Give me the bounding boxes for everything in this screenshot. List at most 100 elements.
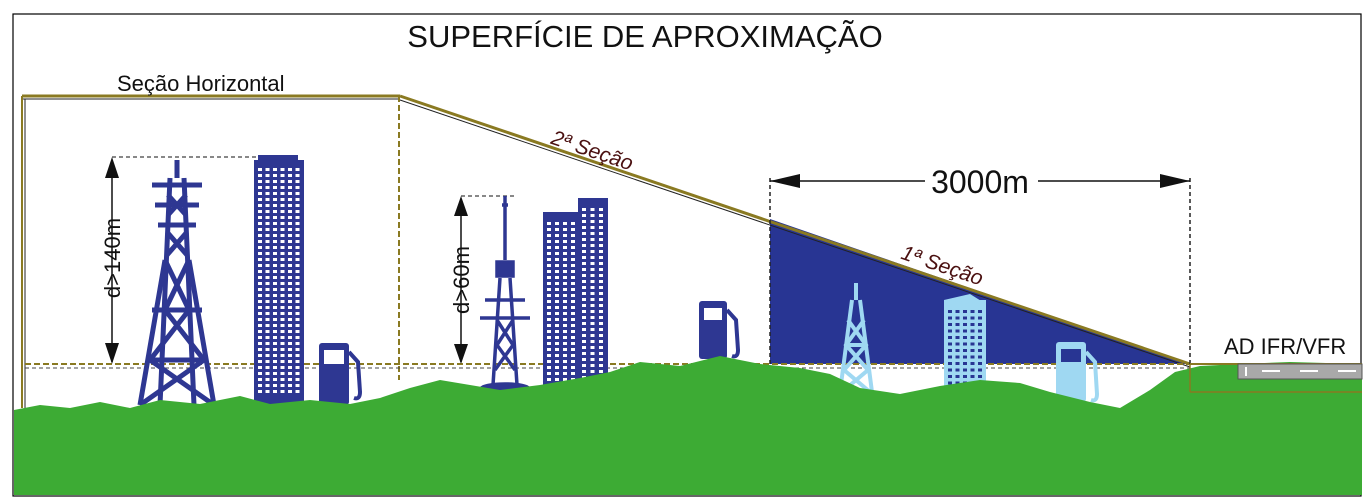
window [582, 370, 586, 373]
window [948, 342, 952, 346]
window [948, 375, 952, 378]
window [571, 300, 575, 303]
window [970, 336, 975, 339]
window [280, 300, 285, 303]
window [295, 252, 300, 255]
window [955, 368, 960, 372]
window [547, 348, 551, 351]
window [265, 198, 270, 201]
window [599, 274, 603, 277]
window [571, 336, 575, 339]
window [258, 378, 262, 381]
window [280, 390, 285, 393]
window [273, 288, 277, 291]
window [599, 298, 603, 301]
window [582, 358, 586, 361]
window [599, 346, 603, 349]
window [273, 246, 277, 249]
window [571, 234, 575, 237]
window [955, 355, 960, 359]
window [280, 264, 285, 267]
window [273, 300, 277, 303]
window [288, 318, 292, 321]
window [555, 342, 559, 345]
window [555, 348, 559, 351]
window [599, 340, 603, 343]
window [288, 240, 292, 243]
window [258, 180, 262, 183]
window [280, 174, 285, 177]
window [265, 246, 270, 249]
window [547, 300, 551, 303]
window [258, 300, 262, 303]
window [582, 286, 586, 289]
window [273, 348, 277, 351]
window [280, 240, 285, 243]
window [582, 364, 586, 367]
window [978, 342, 982, 346]
window [295, 324, 300, 327]
window [258, 336, 262, 339]
window [582, 220, 586, 223]
window [280, 168, 285, 171]
window [948, 362, 952, 365]
window [273, 312, 277, 315]
window [295, 354, 300, 357]
window [555, 282, 559, 285]
window [970, 362, 975, 365]
window [963, 355, 967, 359]
window [295, 318, 300, 321]
window [978, 316, 982, 320]
window [295, 390, 300, 393]
window [273, 192, 277, 195]
window [288, 378, 292, 381]
window [295, 240, 300, 243]
window [590, 250, 595, 253]
window [582, 226, 586, 229]
window [258, 306, 262, 309]
window [978, 375, 982, 378]
window [547, 246, 551, 249]
window [273, 324, 277, 327]
window [555, 252, 559, 255]
window [970, 349, 975, 352]
window [978, 362, 982, 365]
window [590, 364, 595, 367]
window [571, 270, 575, 273]
window [555, 378, 559, 381]
window [590, 316, 595, 319]
window [280, 252, 285, 255]
window [288, 384, 292, 387]
window [265, 348, 270, 351]
window [970, 375, 975, 378]
window [295, 186, 300, 189]
window [563, 228, 567, 231]
window [563, 234, 567, 237]
window [280, 342, 285, 345]
window [273, 234, 277, 237]
window [599, 250, 603, 253]
window [280, 222, 285, 225]
tower-height-label: d>140m [100, 218, 125, 298]
window [582, 334, 586, 337]
window [295, 312, 300, 315]
window [599, 232, 603, 235]
window [563, 378, 567, 381]
window [273, 216, 277, 219]
window [288, 324, 292, 327]
window [571, 258, 575, 261]
window [288, 228, 292, 231]
window [258, 360, 262, 363]
window [258, 312, 262, 315]
window [265, 366, 270, 369]
window [258, 372, 262, 375]
window [590, 268, 595, 271]
window [273, 306, 277, 309]
window [599, 358, 603, 361]
window [571, 240, 575, 243]
window [571, 318, 575, 321]
window [599, 220, 603, 223]
window [563, 354, 567, 357]
window [955, 329, 960, 333]
window [571, 312, 575, 315]
